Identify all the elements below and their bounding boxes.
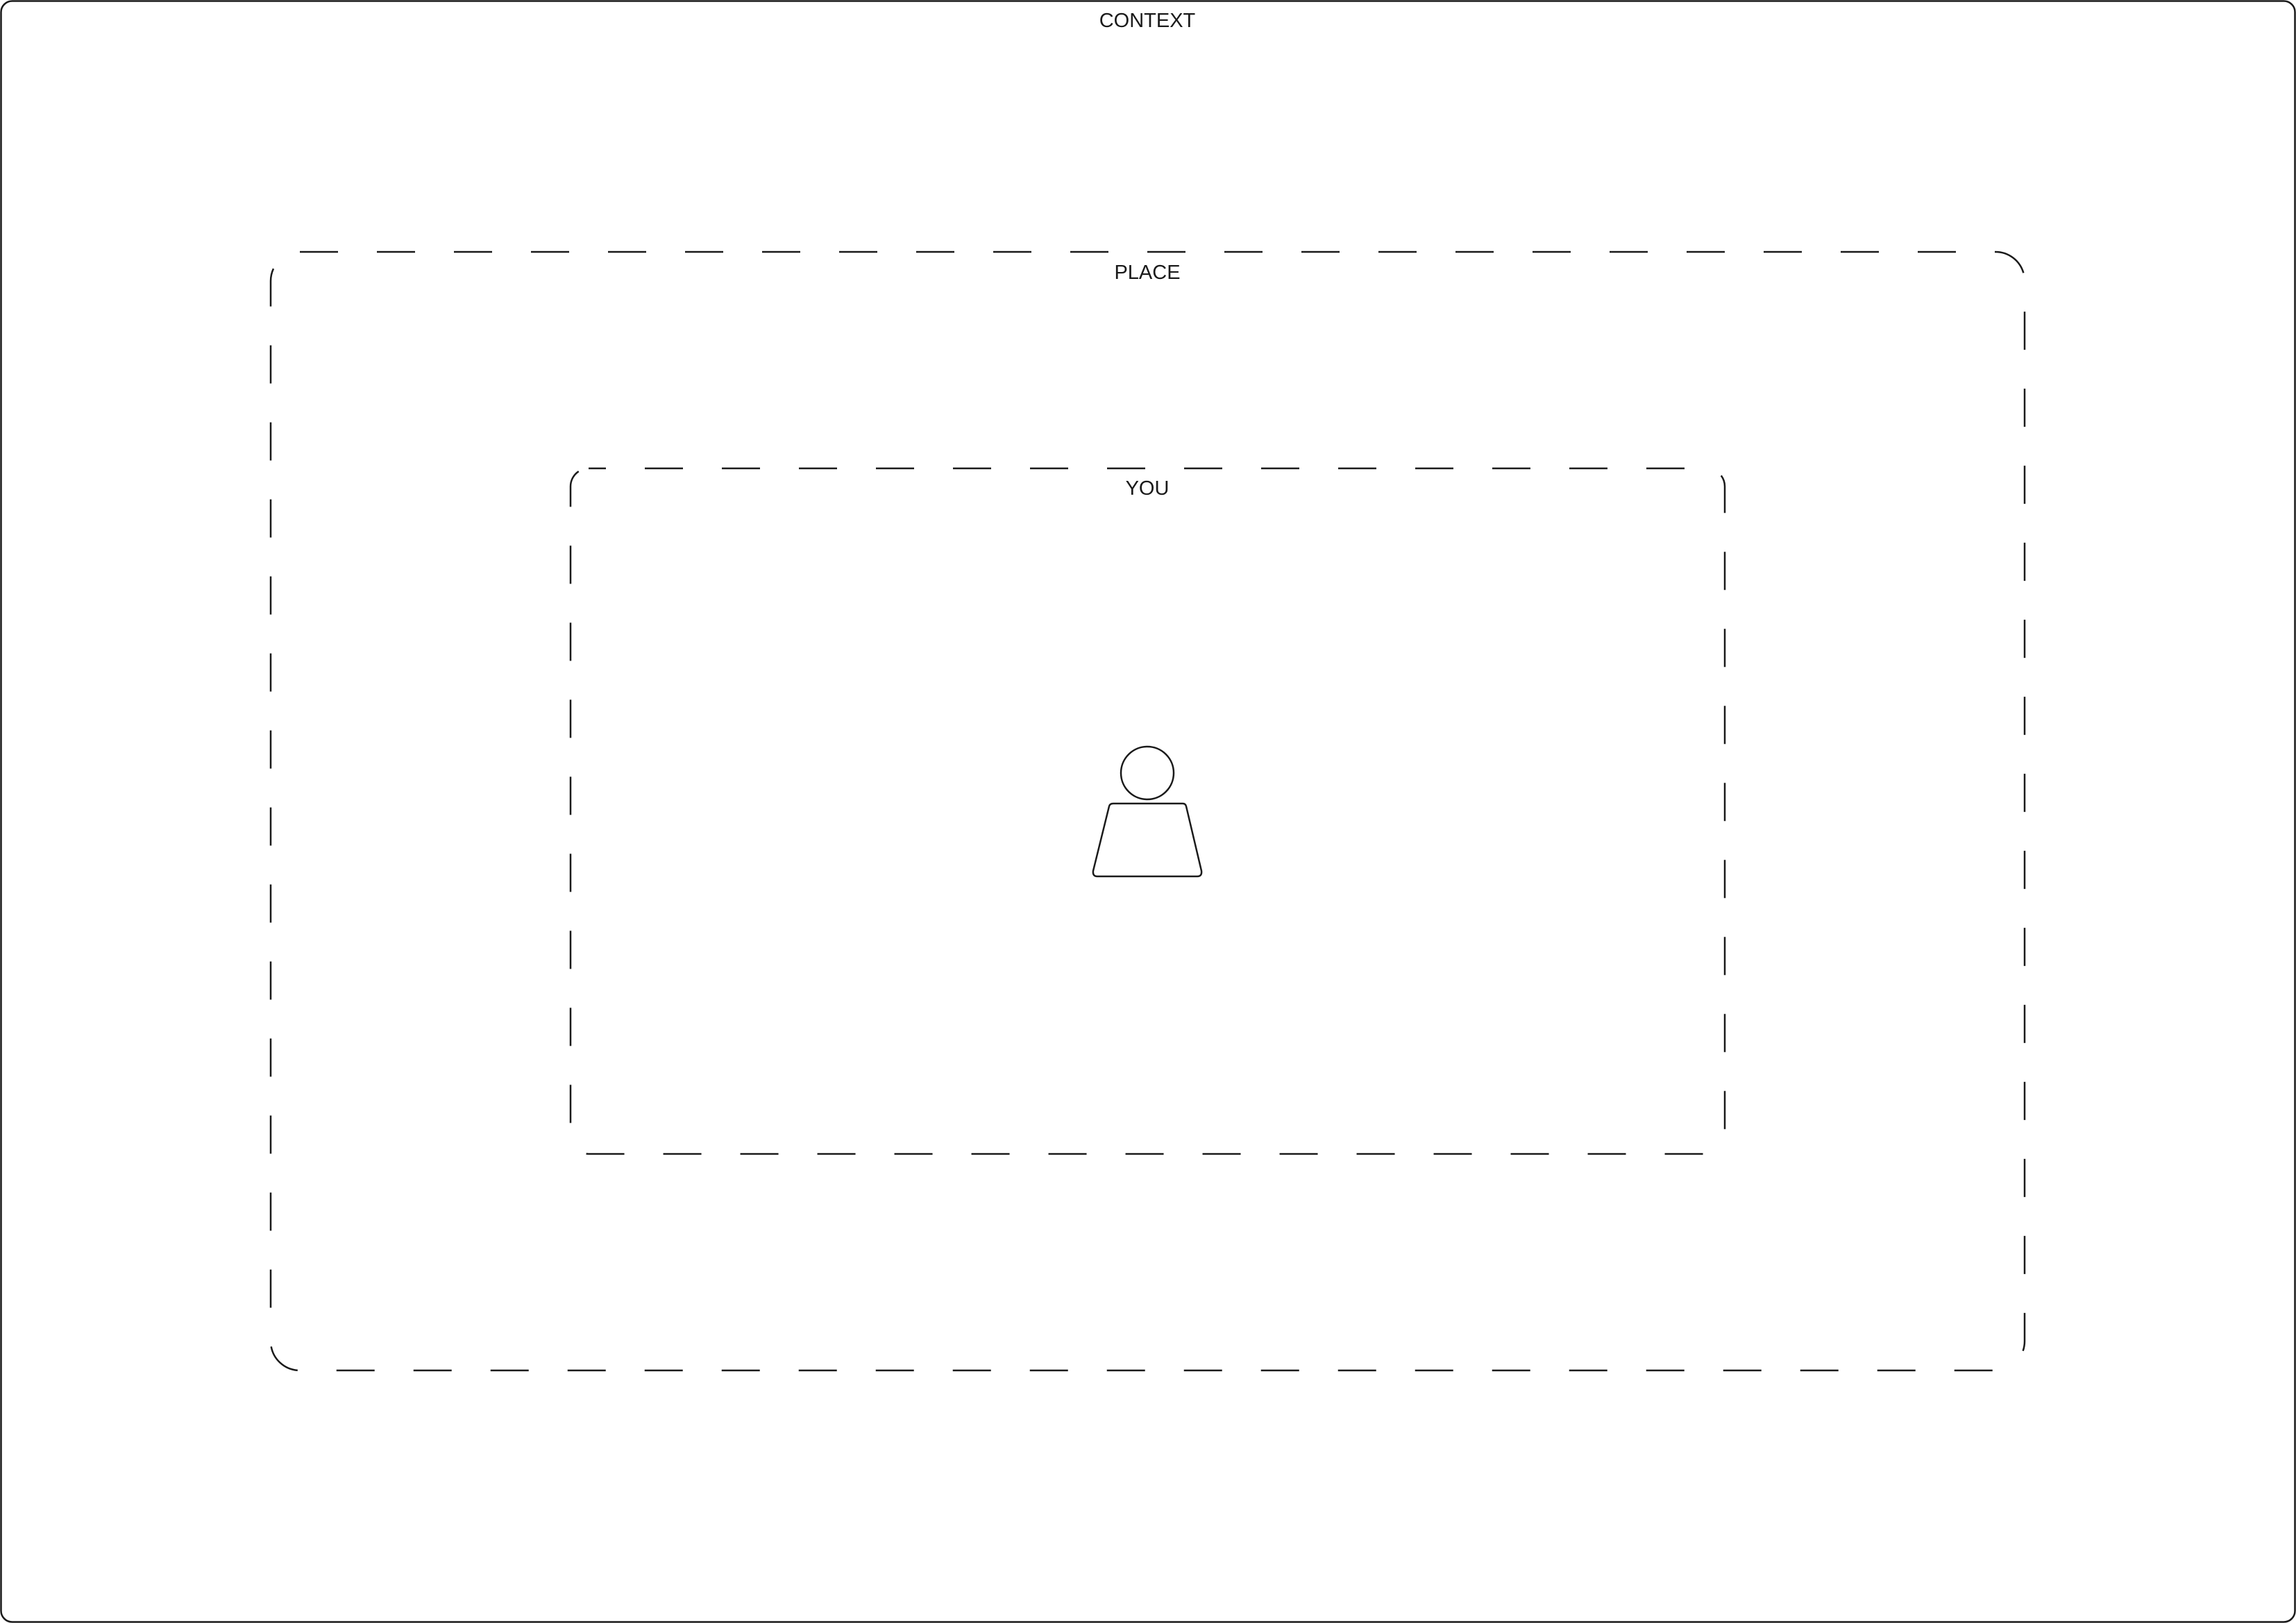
- person-head: [1120, 745, 1175, 801]
- you-frame-border: [569, 467, 1726, 1155]
- place-frame: PLACE: [269, 250, 2026, 1372]
- you-frame: YOU: [569, 467, 1726, 1155]
- place-label: PLACE: [1114, 262, 1180, 284]
- person-icon: [1092, 745, 1203, 878]
- you-label: YOU: [1126, 477, 1170, 500]
- place-frame-border: [269, 250, 2026, 1372]
- person-body: [1092, 802, 1203, 878]
- context-label: CONTEXT: [1099, 10, 1196, 32]
